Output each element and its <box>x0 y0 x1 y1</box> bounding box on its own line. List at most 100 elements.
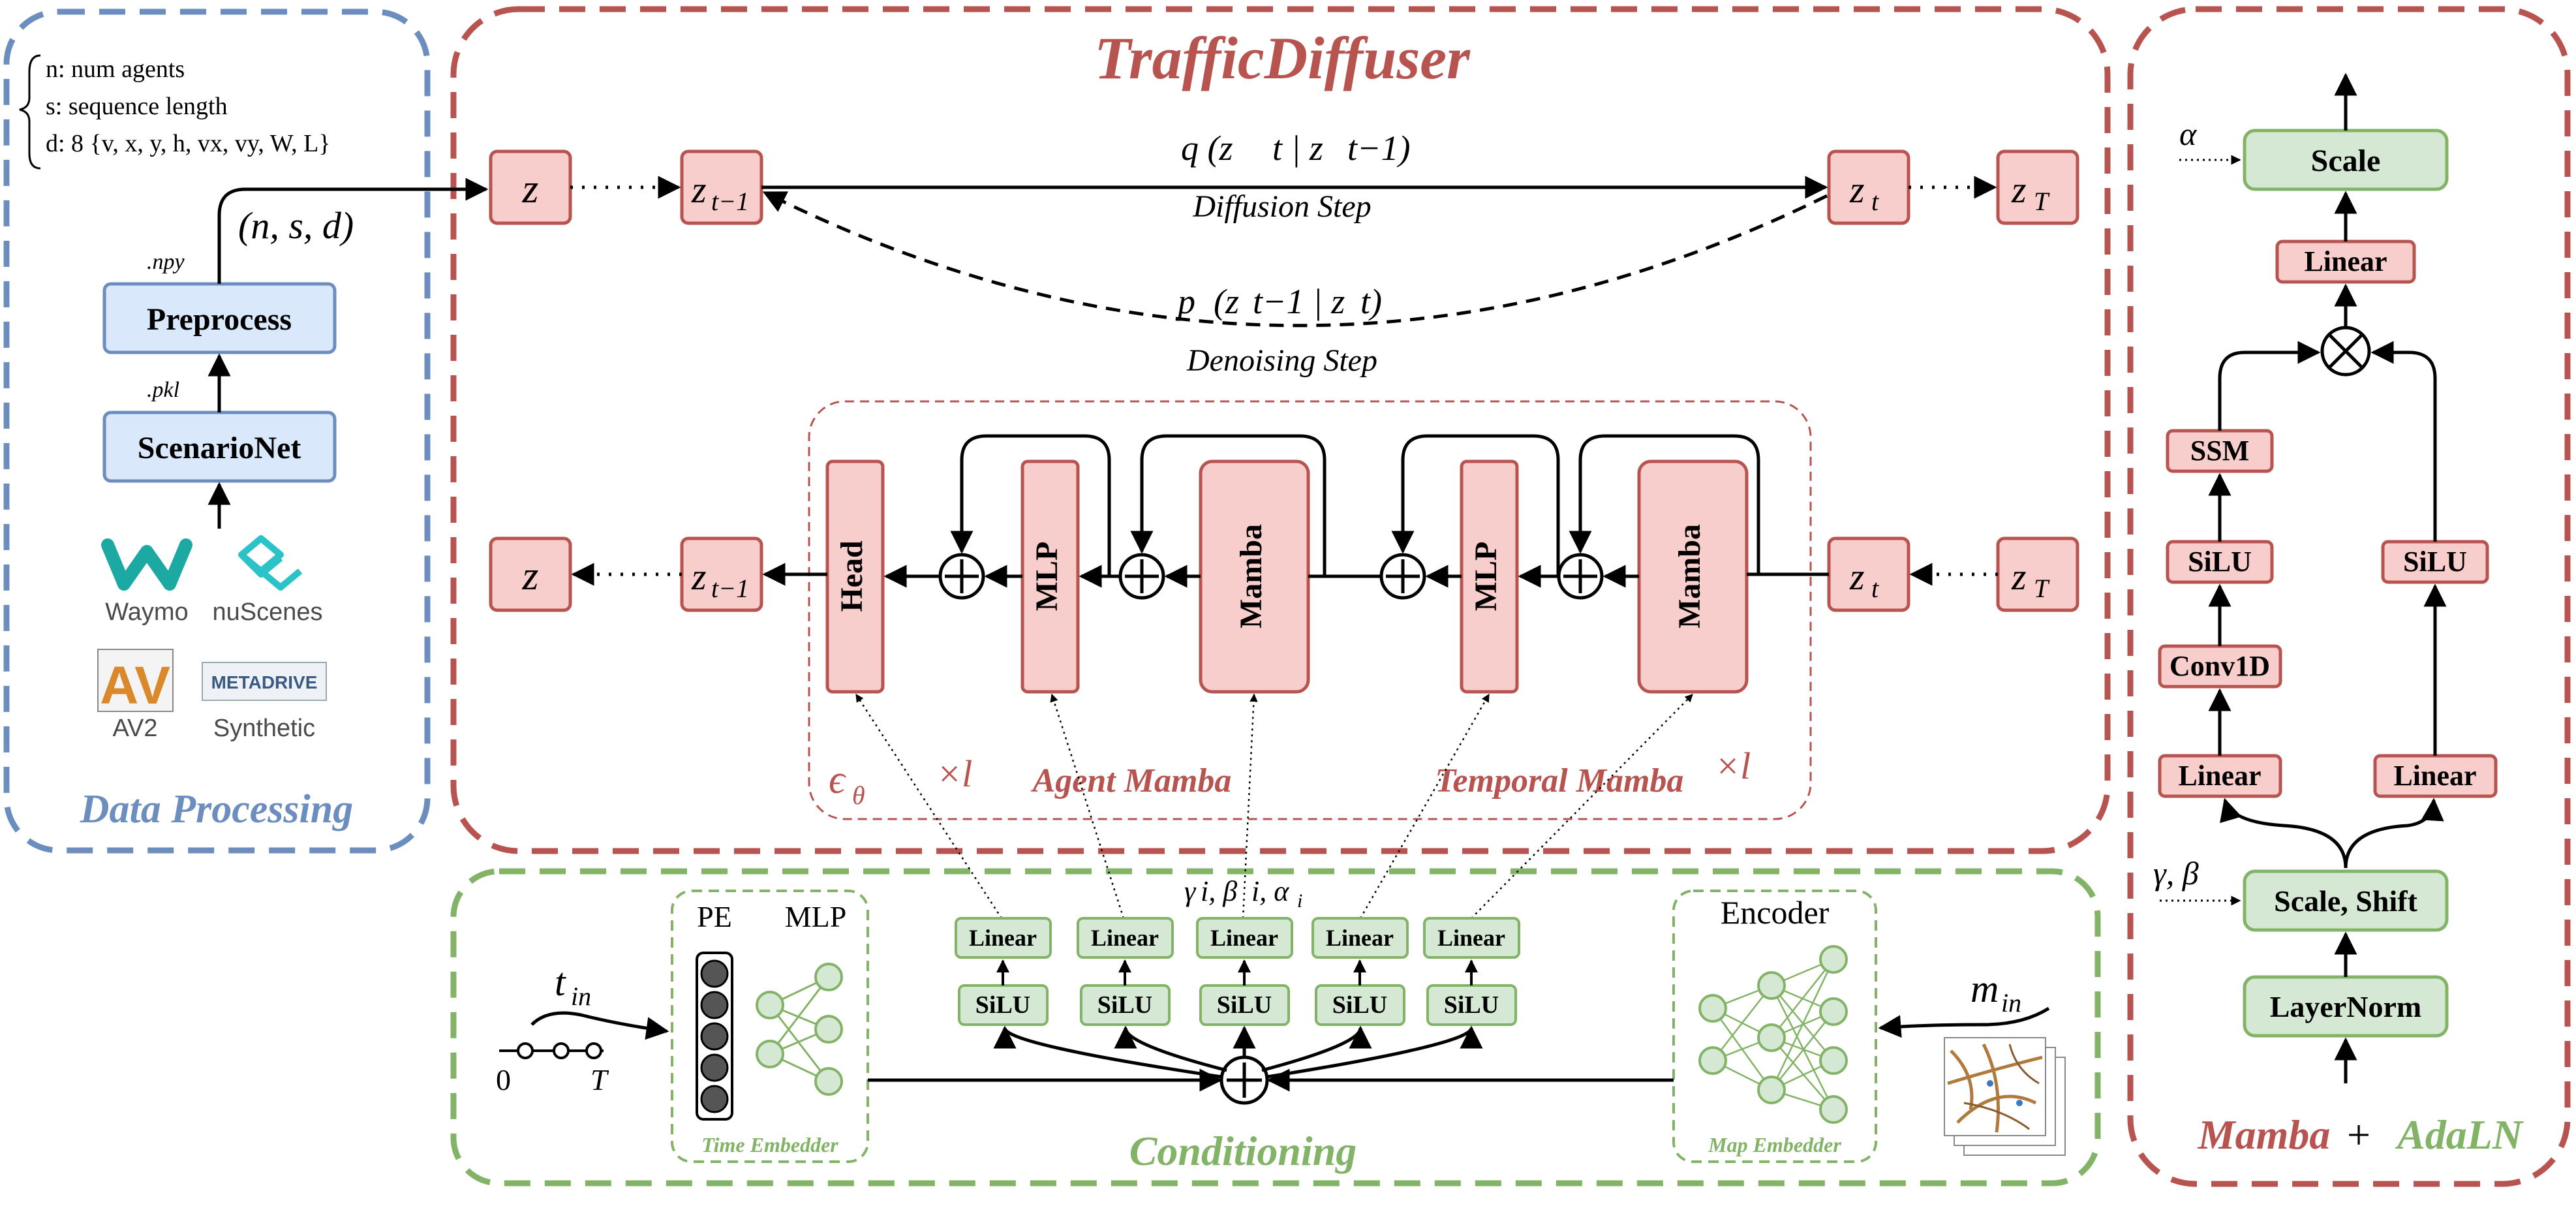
conditioning-panel: Conditioning t in 0 T PE MLP <box>496 875 2066 1174</box>
cond-linear-label-2: Linear <box>1091 925 1159 951</box>
encoder-icon <box>1698 945 1848 1124</box>
skip-temporal-mlp <box>1391 434 1560 576</box>
conditioning-params-tail: i, α <box>1251 875 1289 907</box>
scale-shift-label: Scale, Shift <box>2274 884 2417 918</box>
mamba-adaln-title-mamba: Mamba <box>2198 1111 2331 1158</box>
silu-left-label: SiLU <box>2188 546 2252 578</box>
traffic-diffuser-panel: TrafficDiffuser z z t−1 z t z T q (z t |… <box>489 25 2079 810</box>
conditioning-params-end: i <box>1297 890 1302 912</box>
z-prev-sub-mid: t−1 <box>711 574 749 603</box>
shape-label: (n, s, d) <box>238 204 354 247</box>
layernorm-label: LayerNorm <box>2270 990 2421 1023</box>
t-in-label: t <box>555 961 566 1004</box>
cond-silu-label-5: SiLU <box>1444 991 1499 1019</box>
z-t-label-mid: z <box>1849 555 1865 598</box>
z-T-label-mid: z <box>2011 555 2027 598</box>
p-formula-end: t) <box>1360 282 1382 321</box>
gamma-beta-label: γ, β <box>2153 855 2199 892</box>
multiply-circle <box>2320 326 2371 377</box>
mamba-adaln-title-plus: + <box>2347 1111 2370 1158</box>
scale-shift-box <box>2243 869 2449 932</box>
data-processing-title: Data Processing <box>80 787 354 831</box>
arrow-silu-right-to-mult <box>2370 341 2437 542</box>
plus-circle-4 <box>1557 553 1604 600</box>
z-t-label-top: z <box>1849 168 1865 211</box>
times-l-agent: ×l <box>936 752 972 795</box>
cond-linear-box-1 <box>955 917 1052 959</box>
arrow-m-in-to-map-embedder <box>1878 1006 2050 1038</box>
cond-stack-3: Linear SiLU <box>1196 917 1293 1026</box>
av2-icon-box <box>97 649 174 712</box>
conv1d-label: Conv1D <box>2170 650 2270 682</box>
epsilon-sub: θ <box>852 781 865 810</box>
diffusion-step-label: Diffusion Step <box>1192 189 1371 224</box>
cond-link-head <box>855 693 1003 919</box>
map-embedder-frame <box>1672 890 1877 1163</box>
m-in-sub: in <box>2001 988 2021 1017</box>
mamba-adaln-frame <box>2127 6 2571 1187</box>
cond-linear-box-4 <box>1311 917 1409 959</box>
arrow-preprocess-to-z <box>217 178 489 284</box>
legend-n: n: num agents <box>46 55 185 83</box>
linear-right-label: Linear <box>2393 760 2476 792</box>
arrow-t-in-to-time-embedder <box>530 1011 669 1040</box>
head-label: Head <box>835 540 869 612</box>
epsilon-label: ϵ <box>829 758 846 802</box>
metadrive-logo-text: METADRIVE <box>211 672 318 692</box>
cond-stack-5: Linear SiLU <box>1423 917 1520 1026</box>
mamba-adaln-title-adaln: AdaLN <box>2395 1111 2524 1158</box>
p-formula-rest: (z <box>1214 282 1239 321</box>
timeline-T: T <box>590 1063 609 1096</box>
plus-circle-1 <box>938 553 985 600</box>
cond-linear-label-5: Linear <box>1437 925 1505 951</box>
cond-linear-box-5 <box>1423 917 1520 959</box>
fan-to-silu-1 <box>993 1025 1222 1079</box>
denoising-step-label: Denoising Step <box>1186 343 1377 378</box>
waymo-label: Waymo <box>105 598 188 626</box>
z-label-mid: z <box>522 552 539 598</box>
cond-linear-box-2 <box>1077 917 1174 959</box>
av2-logo-text: AV <box>100 656 170 715</box>
mamba-adaln-panel: Scale α Linear SSM SiLU Conv1D Linear Si… <box>2153 72 2524 1158</box>
split-right <box>2344 798 2444 869</box>
av2-logo: AV AV2 <box>97 649 174 742</box>
cond-linear-label-1: Linear <box>969 925 1037 951</box>
skip-agent-mlp <box>950 434 1111 576</box>
z-t-sub-top: t <box>1871 187 1879 216</box>
pe-label: PE <box>697 900 732 933</box>
fan-to-silu-5 <box>1266 1025 1483 1079</box>
cond-link-mlp-agent <box>1050 693 1125 919</box>
plus-circle-2 <box>1118 553 1165 600</box>
fan-to-silu-4 <box>1261 1025 1372 1072</box>
mlp-temporal-label: MLP <box>1469 542 1503 612</box>
pe-cells <box>700 959 729 1113</box>
fan-to-silu-2 <box>1114 1025 1227 1072</box>
head-block <box>825 459 885 694</box>
legend-d: d: 8 {v, x, y, h, vx, vy, W, L} <box>46 130 331 157</box>
timeline-icon <box>499 1042 604 1059</box>
waymo-logo: Waymo <box>101 538 192 626</box>
silu-right-label: SiLU <box>2403 546 2467 578</box>
cond-silu-label-2: SiLU <box>1097 991 1152 1019</box>
z-box-mid <box>489 536 572 612</box>
times-l-temporal: ×l <box>1715 745 1751 787</box>
mamba-temporal-label: Mamba <box>1672 524 1707 628</box>
map-stack-icon <box>1944 1037 2066 1156</box>
scenarionet-label: ScenarioNet <box>138 431 301 465</box>
cond-silu-label-4: SiLU <box>1332 991 1387 1019</box>
cond-stack-4: Linear SiLU <box>1311 917 1409 1026</box>
cond-stack-2: Linear SiLU <box>1077 917 1174 1026</box>
mamba-agent-label: Mamba <box>1234 524 1268 628</box>
cond-linear-label-4: Linear <box>1326 925 1394 951</box>
mamba-blocks-frame <box>808 400 1812 820</box>
temporal-mamba-label: Temporal Mamba <box>1435 762 1684 799</box>
pkl-label: .pkl <box>147 378 179 402</box>
skip-agent-mamba <box>1130 434 1326 576</box>
z-prev-label-mid: z <box>691 555 707 598</box>
conditioning-frame <box>450 868 2101 1187</box>
time-embedder-label: Time Embedder <box>701 1133 838 1156</box>
ssm-label: SSM <box>2190 435 2249 467</box>
metadrive-icon-box <box>202 662 327 701</box>
data-processing-panel: n: num agents s: sequence length d: 8 {v… <box>19 54 489 831</box>
